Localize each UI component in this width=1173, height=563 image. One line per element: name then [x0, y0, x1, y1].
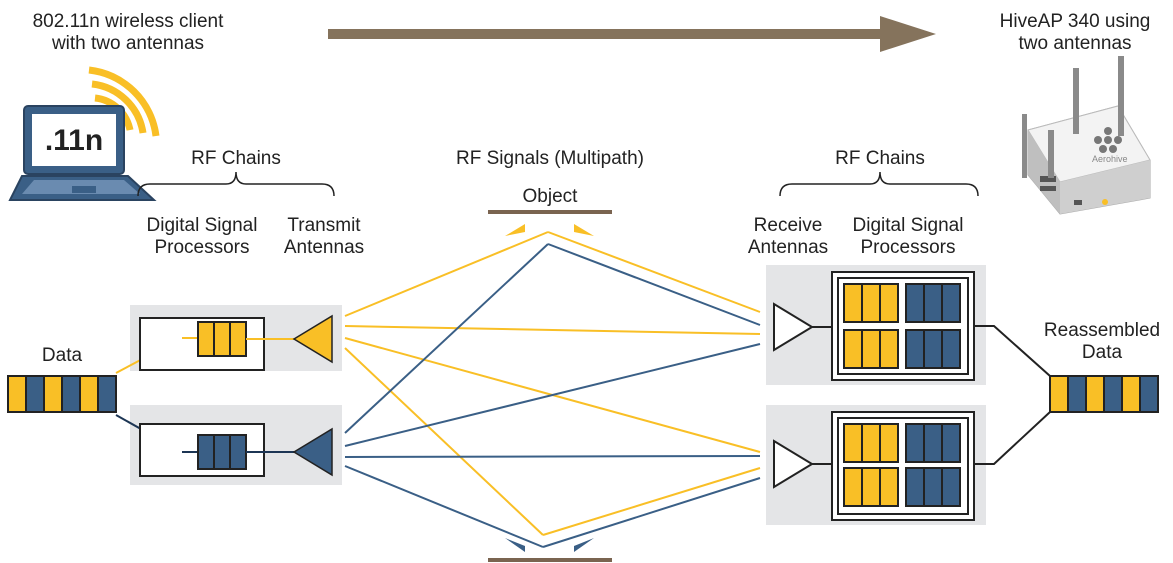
output-line-2: [974, 411, 1051, 465]
reassembled-line-2: Data: [1081, 342, 1123, 363]
signal-paths: [115, 231, 761, 548]
dsp-left-line-2: Processors: [154, 237, 250, 258]
rx-chain-2: [773, 411, 975, 521]
dsp-left-label: Digital Signal Processors: [130, 215, 274, 259]
tx-chain-2: [139, 423, 333, 477]
dsp-right-line-2: Processors: [860, 237, 956, 258]
rf-chains-right-brace: [779, 171, 979, 197]
laptop-screen-label: .11n: [44, 124, 104, 157]
ap-logo-text: Aerohive: [1092, 154, 1128, 164]
client-title-line-1: 802.11n wireless client: [32, 11, 224, 32]
output-line-1: [974, 325, 1051, 377]
rf-chains-right-label: RF Chains: [835, 148, 925, 169]
client-title-line-2: with two antennas: [51, 33, 205, 54]
receive-line-1: Receive: [753, 215, 823, 236]
rf-chains-left-label: RF Chains: [191, 148, 281, 169]
ap-title-line-2: two antennas: [1018, 33, 1132, 54]
data-label: Data: [41, 345, 83, 366]
dsp-left-line-1: Digital Signal: [146, 215, 258, 236]
transmit-antennas-label: Transmit Antennas: [274, 215, 374, 259]
rf-signals-label: RF Signals (Multipath): [456, 148, 644, 169]
data-packet: [7, 375, 117, 413]
access-point-icon: [1022, 56, 1151, 215]
transmit-line-1: Transmit: [287, 215, 361, 236]
object-bottom: [488, 538, 612, 562]
ap-title-line-1: HiveAP 340 using: [999, 11, 1151, 32]
object-label: Object: [522, 186, 578, 207]
ap-title: HiveAP 340 using two antennas: [990, 11, 1160, 55]
dsp-right-line-1: Digital Signal: [852, 215, 964, 236]
receive-antennas-label: Receive Antennas: [740, 215, 836, 259]
tx-chain-1: [139, 314, 333, 371]
object-top: [488, 210, 612, 236]
reassembled-data-packet: [1049, 375, 1159, 413]
rx-chain-1: [773, 271, 975, 381]
dsp-right-label: Digital Signal Processors: [836, 215, 980, 259]
client-title: 802.11n wireless client with two antenna…: [28, 11, 228, 55]
rf-chains-left-brace: [137, 171, 335, 197]
transmit-line-2: Antennas: [283, 237, 365, 258]
flow-arrow: [328, 16, 936, 52]
laptop-icon: [8, 66, 160, 201]
reassembled-line-1: Reassembled: [1043, 320, 1161, 341]
receive-line-2: Antennas: [747, 237, 829, 258]
reassembled-data-label: Reassembled Data: [1040, 320, 1164, 364]
